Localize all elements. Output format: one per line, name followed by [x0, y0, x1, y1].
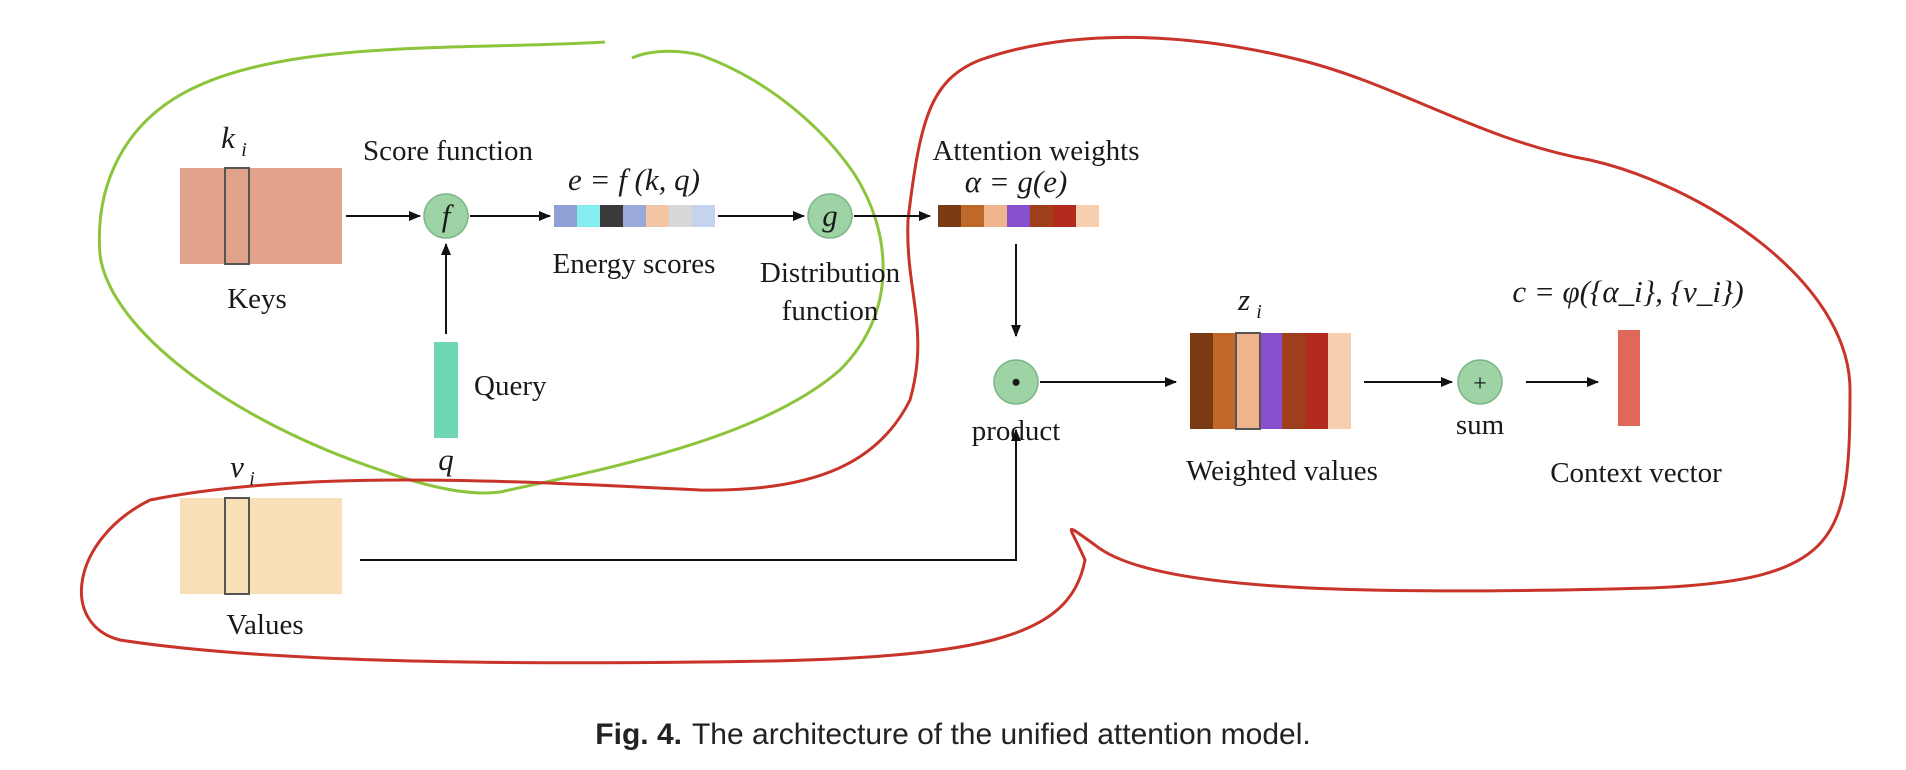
values-label: Values [226, 609, 303, 641]
weighted-value-cell [1305, 333, 1328, 429]
attention-weight-cell [961, 205, 984, 227]
context-vector-label: Context vector [1550, 457, 1722, 489]
energy-score-cell [669, 205, 692, 227]
weighted-index-subscript: i [1256, 301, 1262, 323]
energy-score-cell [600, 205, 623, 227]
energy-score-cell [577, 205, 600, 227]
context-vector [1618, 330, 1640, 426]
energy-score-cell [623, 205, 646, 227]
distribution-node-symbol: g [822, 198, 838, 233]
distribution-label-line1: Distribution [760, 257, 901, 289]
arrow-values-to-product [360, 429, 1021, 561]
value-column [224, 497, 250, 595]
attention-weight-cell [1076, 205, 1099, 227]
weighted-value-cell [1190, 333, 1213, 429]
weighted-values-label: Weighted values [1186, 455, 1378, 487]
sum-label: sum [1456, 409, 1505, 441]
key-index-label: k [221, 120, 236, 155]
energy-scores-vector [554, 205, 715, 227]
sum-node [1457, 359, 1503, 405]
distribution-function-node [807, 193, 853, 239]
values-block [180, 498, 342, 594]
product-node [993, 359, 1039, 405]
caption-text: The architecture of the unified attentio… [691, 718, 1311, 751]
attention-weight-cell [984, 205, 1007, 227]
key-column [224, 167, 250, 265]
query-label: Query [474, 370, 547, 402]
energy-score-cell [554, 205, 577, 227]
weighted-index-label: z [1237, 282, 1250, 317]
energy-scores-label: Energy scores [553, 248, 716, 280]
attention-weight-cell [1007, 205, 1030, 227]
weighted-value-cell [1236, 333, 1259, 429]
weighted-value-cell [1213, 333, 1236, 429]
attention-weight-cell [1053, 205, 1076, 227]
weighted-value-cell [1328, 333, 1351, 429]
caption-prefix: Fig. 4. [595, 718, 682, 751]
value-index-subscript: i [249, 468, 255, 490]
green-outline [97, 40, 885, 495]
weighted-column [1235, 332, 1261, 430]
attention-weights-label: Attention weights [932, 135, 1139, 167]
weighted-value-cell [1282, 333, 1305, 429]
attention-weight-cell [1030, 205, 1053, 227]
energy-score-cell [692, 205, 715, 227]
distribution-label-line2: function [782, 295, 879, 327]
attention-formula: α = g(e) [965, 164, 1068, 199]
red-outline [79, 35, 1852, 665]
context-formula: c = φ({α_i}, {v_i}) [1512, 274, 1743, 309]
key-index-subscript: i [241, 139, 247, 161]
sum-node-symbol: + [1473, 371, 1487, 397]
energy-formula: e = f (k, q) [568, 162, 700, 197]
score-function-node [423, 193, 469, 239]
figure-caption: Fig. 4. The architecture of the unified a… [0, 718, 1906, 752]
weighted-values-block [1190, 333, 1351, 429]
weighted-value-cell [1259, 333, 1282, 429]
query-symbol: q [438, 442, 454, 477]
attention-weights-vector [938, 205, 1099, 227]
query-vector [434, 342, 458, 438]
score-function-label: Score function [363, 135, 533, 167]
keys-block [180, 168, 342, 264]
keys-label: Keys [227, 283, 287, 315]
energy-score-cell [646, 205, 669, 227]
value-index-label: v [230, 449, 244, 484]
product-node-symbol: • [1011, 368, 1020, 397]
attention-weight-cell [938, 205, 961, 227]
